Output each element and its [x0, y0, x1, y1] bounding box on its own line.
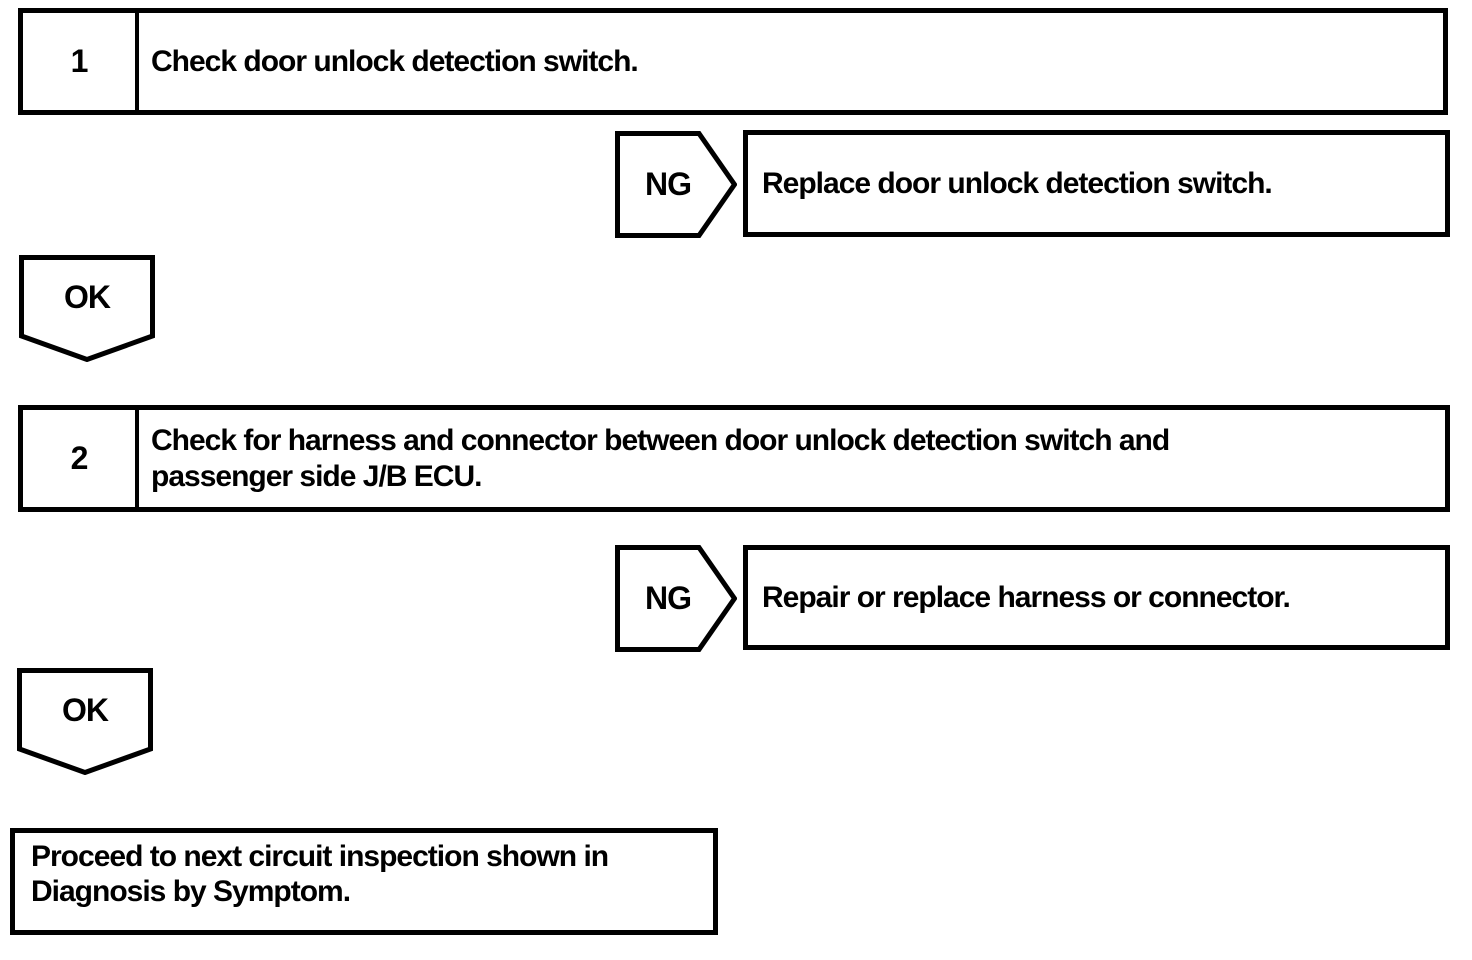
step-1-instruction: Check door unlock detection switch.: [139, 13, 1443, 110]
ng-result-1-box: Replace door unlock detection switch.: [743, 130, 1450, 237]
final-action-box: Proceed to next circuit inspection shown…: [10, 828, 718, 935]
step-2-box: 2 Check for harness and connector betwee…: [18, 405, 1450, 512]
ng-arrow-2: NG: [615, 545, 737, 652]
ok-pentagon-icon: [17, 668, 153, 775]
ng-arrow-1: NG: [615, 131, 737, 238]
final-action-line-1: Proceed to next circuit inspection shown…: [31, 840, 609, 873]
ng-arrow-1-label: NG: [645, 166, 692, 202]
ng-result-2-box: Repair or replace harness or connector.: [743, 545, 1450, 650]
ok-arrow-2-label: OK: [62, 691, 109, 728]
ng-arrow-2-label: NG: [645, 580, 692, 616]
step-1-number: 1: [23, 13, 139, 110]
step-2-instruction-line-2: passenger side J/B ECU.: [151, 459, 482, 493]
step-2-number: 2: [23, 410, 139, 507]
ng-result-1-text: Replace door unlock detection switch.: [762, 166, 1273, 200]
step-1-instruction-text: Check door unlock detection switch.: [151, 44, 639, 78]
ok-arrow-1: OK: [19, 255, 155, 362]
ng-pentagon-icon: [615, 545, 737, 652]
ok-pentagon-icon: [19, 255, 155, 362]
final-action-line-2: Diagnosis by Symptom.: [31, 875, 351, 908]
step-1-box: 1 Check door unlock detection switch.: [18, 8, 1448, 115]
ng-pentagon-icon: [615, 131, 737, 238]
ok-arrow-2: OK: [17, 668, 153, 775]
ng-result-2-text: Repair or replace harness or connector.: [762, 580, 1291, 614]
ok-arrow-1-label: OK: [64, 278, 111, 315]
step-2-instruction-line-1: Check for harness and connector between …: [151, 423, 1170, 457]
step-2-instruction: Check for harness and connector between …: [139, 410, 1445, 507]
